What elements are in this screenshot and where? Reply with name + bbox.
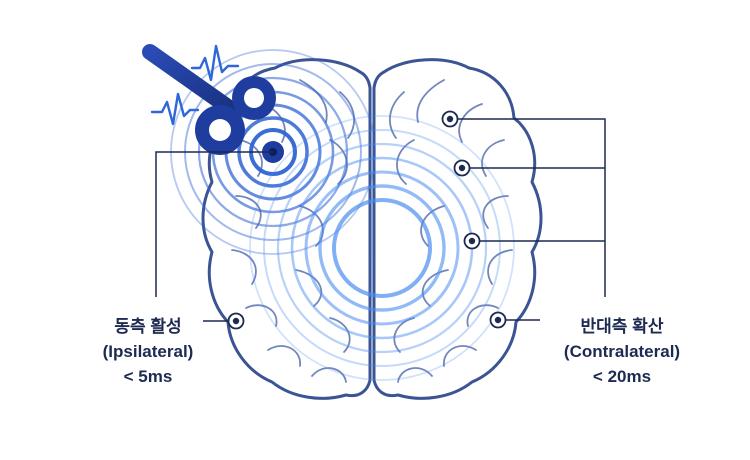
contralateral-label: 반대측 확산 (Contralateral) < 20ms: [547, 314, 697, 389]
ipsilateral-timing: < 5ms: [123, 367, 173, 386]
stimulator-coil-icon: [142, 44, 276, 155]
ipsilateral-label: 동측 활성 (Ipsilateral) < 5ms: [78, 314, 218, 389]
electric-spark-icon: [150, 44, 240, 126]
right-hemisphere: [372, 58, 543, 400]
measurement-point-right-3: [463, 232, 481, 250]
contralateral-title: 반대측 확산: [580, 317, 664, 336]
ipsilateral-title: 동측 활성: [114, 317, 182, 336]
contralateral-timing: < 20ms: [592, 367, 652, 386]
measurement-point-icon: [227, 110, 507, 330]
contralateral-subtitle: (Contralateral): [563, 342, 681, 361]
brain-folds: [231, 79, 513, 383]
contralateral-connector: [450, 118, 606, 297]
measurement-point-left: [227, 312, 245, 330]
measurement-point-right-2: [453, 159, 471, 177]
measurement-point-right-1: [441, 110, 459, 128]
connector-lines: [155, 118, 606, 322]
ipsilateral-connector: [155, 151, 273, 297]
ipsilateral-subtitle: (Ipsilateral): [102, 342, 194, 361]
measurement-point-right-4: [489, 311, 507, 329]
